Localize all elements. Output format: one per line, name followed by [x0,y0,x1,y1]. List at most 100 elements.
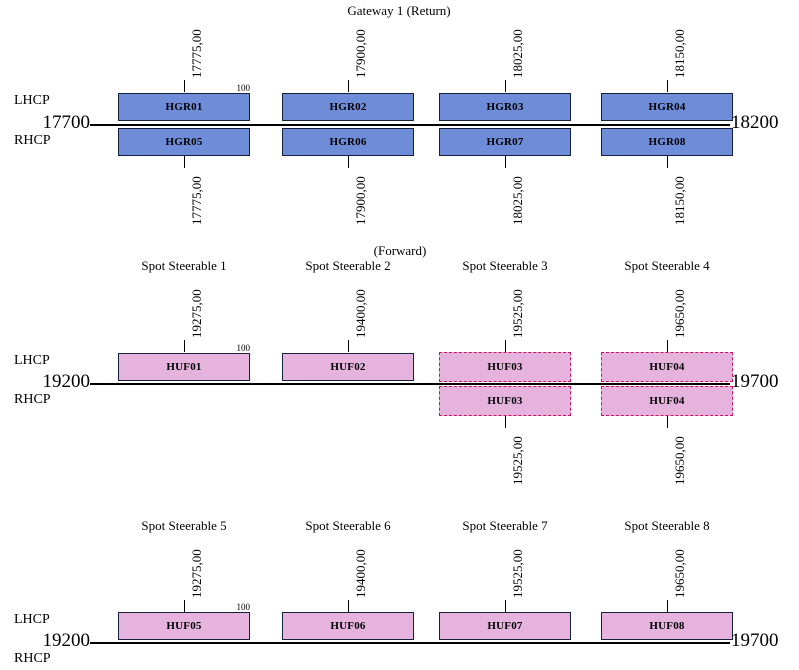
polarisation-label-rhcp-forward-1: RHCP [14,392,51,407]
channel-block-label: HUF05 [166,620,202,632]
polarisation-label-lhcp-forward-2: LHCP [14,612,50,627]
center-freq-tick-huf03-top [505,340,506,352]
section-title-forward: (Forward) [373,243,427,258]
center-freq-tick-huf04-bottom [667,416,668,428]
center-freq-tick-huf08 [667,600,668,612]
beam-caption-spot-steerable-3: Spot Steerable 3 [462,258,548,273]
center-freq-tick-hgr05 [184,156,185,168]
channel-block-label: HUF03 [487,361,523,373]
channel-block-label: HUF07 [487,620,523,632]
center-freq-label-hgr01: 17775,00 [189,29,204,78]
polarisation-label-rhcp-return: RHCP [14,133,51,148]
center-freq-label-huf04-bottom: 19650,00 [672,436,687,485]
channel-block-label: HUF01 [166,361,202,373]
center-freq-label-huf08: 19650,00 [672,549,687,598]
center-freq-tick-huf06 [348,600,349,612]
channel-block-hgr01[interactable]: HGR01 [118,93,250,121]
center-freq-tick-huf05 [184,600,185,612]
center-freq-label-huf01: 19275,00 [189,289,204,338]
channel-block-label: HGR07 [486,136,524,148]
center-freq-label-hgr06: 17900,00 [353,176,368,225]
band-end-label-forward-1: 19700 [731,371,779,392]
bandwidth-annotation-forward-1: 100 [236,343,251,353]
beam-caption-spot-steerable-7: Spot Steerable 7 [462,518,548,533]
center-freq-label-huf03-bottom: 19525,00 [510,436,525,485]
center-freq-label-hgr04: 18150,00 [672,29,687,78]
center-freq-label-huf07: 19525,00 [510,549,525,598]
center-freq-label-huf06: 19400,00 [353,549,368,598]
channel-block-huf02[interactable]: HUF02 [282,353,414,381]
center-freq-label-hgr03: 18025,00 [510,29,525,78]
polarisation-label-lhcp-return: LHCP [14,93,50,108]
center-freq-tick-hgr06 [348,156,349,168]
center-freq-tick-hgr04 [667,80,668,92]
center-freq-tick-hgr08 [667,156,668,168]
beam-caption-spot-steerable-2: Spot Steerable 2 [305,258,391,273]
center-freq-label-hgr08: 18150,00 [672,176,687,225]
center-freq-label-huf03-top: 19525,00 [510,289,525,338]
channel-block-label: HGR05 [165,136,203,148]
channel-block-huf06[interactable]: HUF06 [282,612,414,640]
channel-block-huf04-rhcp[interactable]: HUF04 [601,386,733,416]
band-start-label-forward-1: 19200 [42,371,91,392]
center-freq-label-hgr02: 17900,00 [353,29,368,78]
center-freq-tick-huf02 [348,340,349,352]
center-freq-tick-huf04-top [667,340,668,352]
center-freq-tick-huf03-bottom [505,416,506,428]
channel-block-huf01[interactable]: HUF01 [118,353,250,381]
channel-block-hgr06[interactable]: HGR06 [282,128,414,156]
channel-block-hgr07[interactable]: HGR07 [439,128,571,156]
channel-block-label: HGR02 [329,101,367,113]
center-axis-forward-2 [90,642,730,644]
center-freq-tick-hgr01 [184,80,185,92]
channel-block-label: HGR03 [486,101,524,113]
channel-block-hgr02[interactable]: HGR02 [282,93,414,121]
band-end-label-return: 18200 [731,112,779,133]
beam-caption-spot-steerable-6: Spot Steerable 6 [305,518,391,533]
center-freq-tick-hgr03 [505,80,506,92]
channel-block-hgr08[interactable]: HGR08 [601,128,733,156]
channel-block-huf07[interactable]: HUF07 [439,612,571,640]
center-freq-label-hgr05: 17775,00 [189,176,204,225]
center-axis-return [90,124,730,126]
channel-block-label: HUF04 [649,395,685,407]
bandwidth-annotation-return: 100 [236,83,251,93]
channel-block-label: HUF02 [330,361,366,373]
band-end-label-forward-2: 19700 [731,630,779,651]
center-freq-tick-huf01 [184,340,185,352]
center-freq-label-hgr07: 18025,00 [510,176,525,225]
channel-block-huf03-lhcp[interactable]: HUF03 [439,352,571,382]
channel-block-huf05[interactable]: HUF05 [118,612,250,640]
channel-block-label: HGR06 [329,136,367,148]
center-freq-tick-hgr07 [505,156,506,168]
center-freq-label-huf05: 19275,00 [189,549,204,598]
polarisation-label-lhcp-forward-1: LHCP [14,353,50,368]
channel-block-hgr04[interactable]: HGR04 [601,93,733,121]
polarisation-label-rhcp-forward-2: RHCP [14,651,51,666]
beam-caption-spot-steerable-4: Spot Steerable 4 [624,258,710,273]
channel-block-label: HGR08 [648,136,686,148]
band-start-label-return: 17700 [42,112,91,133]
center-freq-label-huf02: 19400,00 [353,289,368,338]
beam-caption-spot-steerable-8: Spot Steerable 8 [624,518,710,533]
center-axis-forward-1 [90,383,730,385]
channel-block-label: HGR04 [648,101,686,113]
center-freq-label-huf04-top: 19650,00 [672,289,687,338]
channel-block-label: HUF04 [649,361,685,373]
channel-block-label: HUF08 [649,620,685,632]
channel-block-label: HGR01 [165,101,203,113]
channel-block-huf08[interactable]: HUF08 [601,612,733,640]
channel-block-huf04-lhcp[interactable]: HUF04 [601,352,733,382]
beam-caption-spot-steerable-1: Spot Steerable 1 [141,258,227,273]
bandwidth-annotation-forward-2: 100 [236,602,251,612]
center-freq-tick-hgr02 [348,80,349,92]
band-start-label-forward-2: 19200 [42,630,91,651]
beam-caption-spot-steerable-5: Spot Steerable 5 [141,518,227,533]
channel-block-hgr05[interactable]: HGR05 [118,128,250,156]
channel-block-label: HUF06 [330,620,366,632]
channel-block-huf03-rhcp[interactable]: HUF03 [439,386,571,416]
section-title-gateway-1-return: Gateway 1 (Return) [347,3,451,18]
center-freq-tick-huf07 [505,600,506,612]
channel-block-label: HUF03 [487,395,523,407]
channel-block-hgr03[interactable]: HGR03 [439,93,571,121]
